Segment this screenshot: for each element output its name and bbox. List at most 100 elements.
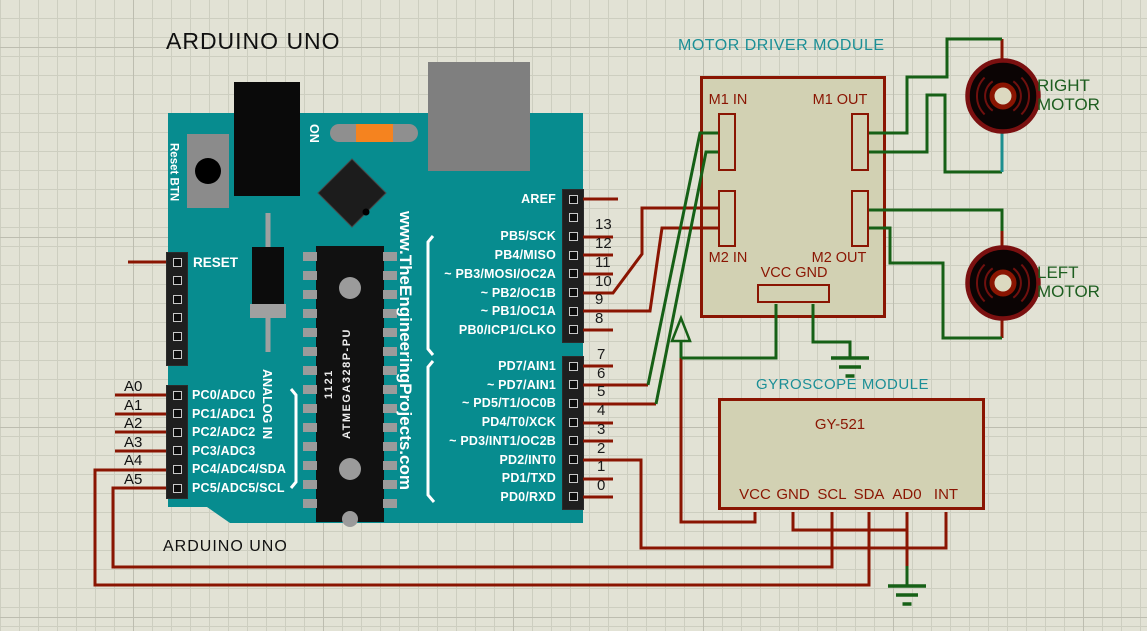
power-jack[interactable] — [234, 82, 300, 196]
analog-header-pin-3[interactable] — [172, 446, 182, 456]
digital-top-pin-3[interactable] — [568, 250, 578, 260]
wire-green-3[interactable] — [869, 93, 1002, 174]
pin-label-top-3: PB4/MISO — [494, 248, 556, 263]
pin-number-3: 3 — [597, 420, 606, 438]
analog-header-pin-0[interactable] — [172, 390, 182, 400]
analog-in-label: ANALOG IN — [260, 368, 274, 440]
analog-pin-label-2: PC2/ADC2 — [192, 425, 256, 440]
wire-red-23[interactable] — [791, 512, 907, 532]
pin-label-bottom-3: PD4/T0/XCK — [481, 415, 556, 430]
power-led — [330, 124, 418, 142]
digital-top-pin-1[interactable] — [568, 213, 578, 223]
analog-header-pin-4[interactable] — [172, 464, 182, 474]
analog-alias-5: A5 — [124, 471, 143, 488]
m2-out-connector[interactable] — [851, 190, 869, 247]
analog-header-pin-5[interactable] — [172, 483, 182, 493]
pin-number-5: 5 — [597, 383, 606, 401]
digital-bottom-pin-7[interactable] — [568, 492, 578, 502]
digital-top-pin-4[interactable] — [568, 269, 578, 279]
m1-out-label: M1 OUT — [812, 92, 868, 108]
reset-header-pin-3[interactable] — [172, 313, 182, 322]
usb-connector[interactable] — [428, 62, 530, 171]
left-motor-winding-0 — [975, 263, 986, 303]
analog-pin-label-5: PC5/ADC5/SCL — [192, 481, 285, 495]
header-reset[interactable] — [166, 252, 188, 366]
pin-label-top-5: ~ PB2/OC1B — [480, 285, 556, 300]
digital-top-pin-7[interactable] — [568, 325, 578, 335]
m2-in-label: M2 IN — [708, 250, 748, 266]
pin-label-bottom-2: ~ PD5/T1/OC0B — [462, 396, 556, 411]
m1-out-connector[interactable] — [851, 113, 869, 171]
watermark-text: www.TheEngineeringProjects.com — [396, 210, 415, 490]
digital-top-pin-5[interactable] — [568, 288, 578, 297]
pin-number-1: 1 — [597, 458, 606, 476]
reset-header-pin-2[interactable] — [172, 294, 182, 304]
reset-header-pin-5[interactable] — [172, 350, 182, 359]
left-motor-winding-1 — [984, 267, 994, 299]
reset-header-pin-4[interactable] — [172, 331, 182, 341]
wire-green-2[interactable] — [869, 37, 1002, 135]
pin-number-0: 0 — [597, 476, 606, 494]
right-motor-line2: MOTOR — [1037, 95, 1100, 114]
analog-alias-2: A2 — [124, 415, 143, 433]
left-motor-line2: MOTOR — [1037, 282, 1100, 301]
reset-header-pin-0[interactable] — [172, 257, 182, 267]
pin-label-bottom-6: PD1/TXD — [501, 471, 556, 486]
vcc-gnd-connector[interactable] — [757, 284, 830, 303]
motor-driver-module[interactable] — [700, 76, 886, 318]
m2-out-label: M2 OUT — [811, 250, 867, 266]
digital-top-pin-2[interactable] — [568, 231, 578, 241]
analog-pin-label-1: PC1/ADC1 — [192, 406, 256, 421]
digital-bottom-pin-5[interactable] — [568, 455, 578, 464]
reset-pin-label: RESET — [193, 255, 239, 270]
digital-top-pin-0[interactable] — [568, 194, 578, 204]
digital-bottom-pin-1[interactable] — [568, 380, 578, 390]
pin-number-7: 7 — [597, 346, 606, 363]
power-led-lit — [356, 124, 393, 142]
right-motor-winding-1 — [984, 80, 994, 112]
pin-number-11: 11 — [595, 253, 611, 271]
left-motor-line1: LEFT — [1037, 263, 1079, 282]
analog-alias-1: A1 — [124, 396, 143, 414]
digital-bottom-pin-0[interactable] — [568, 361, 578, 371]
header-digital-bottom[interactable] — [562, 356, 584, 510]
digital-bottom-pin-3[interactable] — [568, 417, 578, 427]
pin-label-bottom-0: PD7/AIN1 — [498, 359, 556, 373]
pin-label-bottom-5: PD2/INT0 — [499, 452, 556, 467]
gyroscope-title: GYROSCOPE MODULE — [756, 376, 930, 393]
digital-bottom-pin-6[interactable] — [568, 473, 578, 483]
right-motor[interactable] — [965, 58, 1041, 134]
m2-in-connector[interactable] — [718, 190, 736, 247]
arduino-bottom-label: ARDUINO UNO — [163, 538, 288, 555]
analog-pin-label-4: PC4/ADC4/SDA — [192, 462, 287, 477]
left-motor[interactable] — [965, 245, 1041, 321]
reset-button-cap[interactable] — [195, 158, 221, 184]
digital-bottom-pin-2[interactable] — [568, 398, 578, 408]
gyro-pin-label-5: INT — [933, 486, 959, 503]
arduino-title: ARDUINO UNO — [166, 28, 341, 54]
pin-number-4: 4 — [597, 402, 606, 420]
analog-header-pin-1[interactable] — [172, 409, 182, 419]
m1-in-connector[interactable] — [718, 113, 736, 171]
power-arrow-icon — [670, 314, 692, 343]
pin-label-top-6: ~ PB1/OC1A — [480, 304, 556, 319]
on-label: ON — [307, 123, 321, 143]
analog-header-pin-2[interactable] — [172, 427, 182, 437]
right-motor-line1: RIGHT — [1037, 76, 1090, 95]
right-motor-label: RIGHT MOTOR — [1037, 76, 1100, 114]
pin-label-bottom-1: ~ PD7/AIN1 — [486, 377, 556, 392]
wire-green-4[interactable] — [869, 208, 1004, 231]
header-digital-top[interactable] — [562, 189, 584, 343]
vcc-gnd-label: VCC GND — [760, 265, 828, 281]
reset-button[interactable] — [187, 134, 229, 208]
digital-top-pin-6[interactable] — [568, 306, 578, 316]
pin-number-8: 8 — [595, 309, 604, 327]
m1-in-label: M1 IN — [708, 92, 748, 108]
wire-green-5[interactable] — [869, 226, 1002, 340]
right-motor-shaft — [989, 82, 1017, 110]
digital-bottom-pin-4[interactable] — [568, 436, 578, 446]
right-motor-winding-0 — [975, 76, 986, 116]
reset-header-pin-1[interactable] — [172, 276, 182, 285]
header-analog[interactable] — [166, 385, 188, 499]
